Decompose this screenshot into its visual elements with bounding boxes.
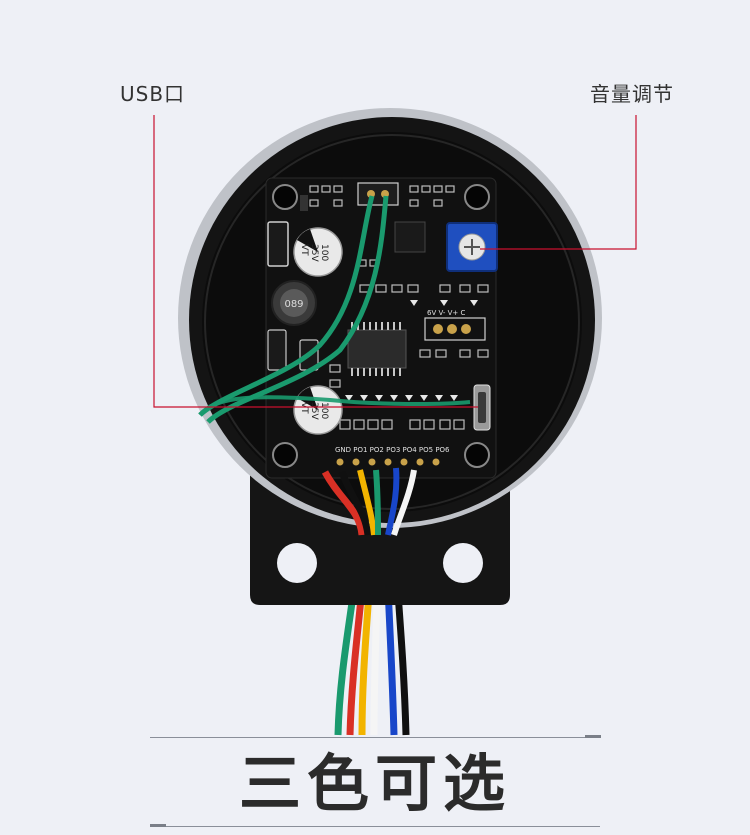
inductor: 089 — [271, 280, 317, 326]
header-pins: 6V V- V+ C — [424, 309, 486, 341]
bottom-pin-labels: GND PO1 PO2 PO3 PO4 PO5 PO6 — [335, 446, 450, 454]
amplifier-chip — [347, 322, 407, 376]
divider-top — [150, 737, 600, 738]
svg-text:35V: 35V — [309, 244, 319, 262]
svg-text:100: 100 — [319, 402, 329, 419]
volume-adjust-label: 音量调节 — [590, 82, 674, 106]
divider-bottom — [150, 826, 600, 827]
svg-text:VT: VT — [299, 244, 309, 256]
capacitor-top-text: 100 — [319, 244, 329, 261]
headline-three-colors: 三色可选 — [238, 747, 511, 820]
svg-text:35V: 35V — [309, 402, 319, 420]
usb-port — [473, 384, 491, 431]
svg-text:089: 089 — [284, 299, 303, 310]
usb-port-label: USB口 — [120, 82, 186, 106]
svg-text:VT: VT — [299, 402, 309, 414]
capacitor-top: 100 35V VT — [293, 227, 343, 277]
green-wires — [198, 195, 471, 424]
capacitor-bottom: 100 35V VT — [293, 385, 343, 435]
potentiometer — [446, 222, 498, 272]
divider-bottom-accent — [150, 824, 166, 827]
divider-top-accent — [585, 735, 601, 738]
svg-text:6V V- V+ C: 6V V- V+ C — [427, 309, 465, 317]
callout-lines — [153, 115, 637, 408]
wire-lead-ins — [321, 467, 417, 536]
